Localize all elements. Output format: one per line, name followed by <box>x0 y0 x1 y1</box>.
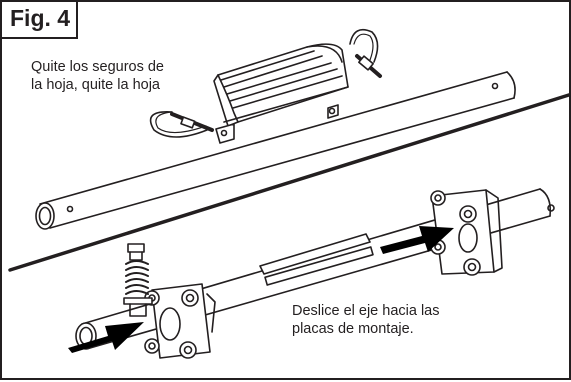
lock-pin-icon <box>149 111 214 138</box>
arrow-icon <box>380 226 454 254</box>
caption-line: la hoja, quite la hoja <box>31 77 160 93</box>
figure-label: Fig. 4 <box>10 5 71 31</box>
caption-slide-shaft: Deslice el eje hacia las placas de monta… <box>292 302 440 338</box>
lock-pin-icon <box>349 28 382 78</box>
shaft-icon <box>35 71 516 230</box>
mounting-plate-icon <box>430 189 503 276</box>
caption-line: placas de montaje. <box>292 321 414 337</box>
slotted-bar <box>259 233 374 286</box>
arrow-icon <box>68 322 144 353</box>
figure-label-box: Fig. 4 <box>2 2 78 39</box>
caption-remove-blade: Quite los seguros de la hoja, quite la h… <box>31 58 164 94</box>
blade-icon <box>213 43 349 144</box>
caption-line: Quite los seguros de <box>31 59 164 75</box>
mounting-plate-icon <box>144 283 216 359</box>
ground-line-top <box>8 92 571 272</box>
spring-icon <box>123 243 153 317</box>
caption-line: Deslice el eje hacia las <box>292 303 440 319</box>
